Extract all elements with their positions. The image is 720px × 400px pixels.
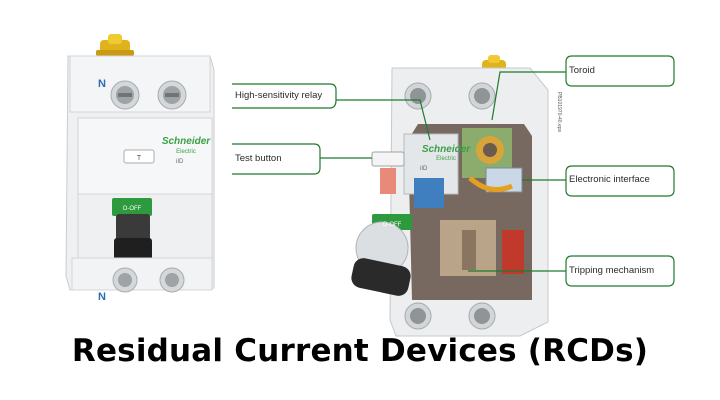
rcd-device-cutaway (351, 55, 549, 337)
callout-box-toroid (565, 55, 675, 87)
brand-sub-left: Electric (176, 149, 196, 155)
switch-label-left: O-OFF (123, 206, 142, 212)
tripping-mechanism-part (440, 220, 524, 276)
screw-terminal-cutaway-bottom-left (404, 302, 432, 330)
callout-leader-toroid (491, 71, 566, 121)
screw-terminal-cutaway-bottom-right (468, 302, 496, 330)
rcd-device-front: T (65, 34, 215, 293)
screw-terminal-cutaway-top-right (468, 82, 496, 110)
toggle-switch-left (112, 198, 152, 260)
callout-box-electronic-interface (565, 165, 675, 197)
callout-label-toroid: Toroid (569, 65, 595, 76)
brand-logo-left: Schneider (162, 136, 211, 147)
screw-terminal-bottom-left (112, 267, 138, 293)
callout-box-relay (232, 83, 337, 109)
yellow-screw-cap (96, 34, 134, 56)
callout-leader-relay (336, 99, 431, 141)
callout-box-tripping-mechanism (565, 255, 675, 287)
svg-text:T: T (137, 155, 142, 162)
switch-label-right: O-OFF (383, 222, 402, 228)
page-title: Residual Current Devices (RCDs) (71, 333, 649, 369)
callout-label-tripping-mechanism: Tripping mechanism (569, 265, 655, 276)
callout-label-relay: High-sensitivity relay (235, 90, 323, 101)
screw-terminal-bottom-right (159, 267, 185, 293)
model-label-right: iID (420, 166, 428, 172)
terminal-label-bottom: N (98, 291, 106, 303)
image-code: PB101970-40.eps (556, 92, 562, 133)
toggle-switch-right (351, 258, 411, 296)
screw-terminal-top-right (157, 80, 187, 110)
test-button-part (371, 151, 405, 167)
test-button-front (123, 149, 155, 164)
terminal-label-top: N (98, 78, 106, 90)
callout-label-electronic-interface: Electronic interface (569, 174, 650, 185)
brand-sub-right: Electric (436, 156, 456, 162)
callout-label-test-button: Test button (235, 153, 282, 164)
brand-logo-right: Schneider (422, 144, 471, 155)
test-spring-part (380, 168, 396, 194)
screw-terminal-cutaway-top-left (404, 82, 432, 110)
screw-terminal-top-left (110, 80, 140, 110)
high-sensitivity-relay-part (403, 133, 459, 208)
callout-box-test-button (232, 143, 321, 175)
model-label-left: iID (176, 159, 184, 165)
